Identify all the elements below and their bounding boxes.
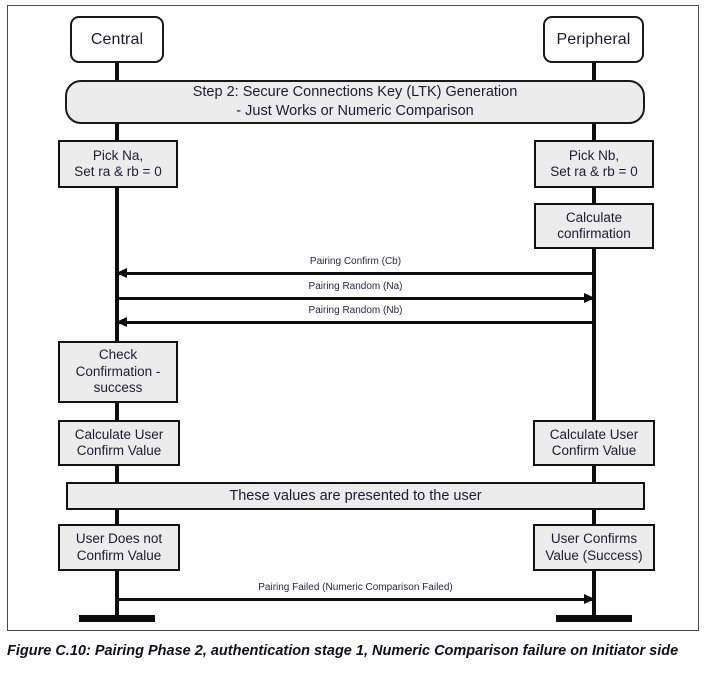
lifeline-peripheral bbox=[592, 60, 596, 618]
box-pick-na-line-2: Set ra & rb = 0 bbox=[74, 164, 162, 179]
message-line bbox=[117, 321, 594, 324]
box-pick-nb: Pick Nb, Set ra & rb = 0 bbox=[534, 140, 654, 188]
actor-peripheral[interactable]: Peripheral bbox=[543, 16, 644, 63]
note-values-presented-label: These values are presented to the user bbox=[229, 488, 482, 504]
lifeline-terminator-central bbox=[79, 615, 155, 622]
box-calc-user-confirm-right-line-1: Calculate User bbox=[549, 426, 639, 442]
figure-caption: Figure C.10: Pairing Phase 2, authentica… bbox=[7, 643, 679, 659]
message-line bbox=[117, 598, 594, 601]
box-check-confirmation-line-3: success bbox=[93, 380, 143, 396]
box-pick-na: Pick Na, Set ra & rb = 0 bbox=[58, 140, 178, 188]
actor-peripheral-label: Peripheral bbox=[556, 30, 631, 48]
note-values-presented-to-user: These values are presented to the user bbox=[66, 482, 645, 510]
message-pairing-confirm-cb-label: Pairing Confirm (Cb) bbox=[309, 256, 402, 267]
arrowhead-right-icon bbox=[584, 594, 595, 604]
box-calc-user-confirm-left-line-2: Confirm Value bbox=[76, 443, 162, 458]
message-pairing-random-na-label: Pairing Random (Na) bbox=[308, 281, 403, 292]
arrowhead-left-icon bbox=[116, 317, 127, 327]
box-check-confirmation-line-1: Check bbox=[98, 347, 138, 363]
box-calculate-confirmation: Calculate confirmation bbox=[534, 203, 654, 249]
box-calc-user-confirm-left-line-1: Calculate User bbox=[74, 426, 164, 442]
box-user-does-not-confirm-line-1: User Does not bbox=[75, 531, 163, 546]
message-pairing-failed-label: Pairing Failed (Numeric Comparison Faile… bbox=[258, 582, 453, 593]
arrowhead-right-icon bbox=[584, 293, 595, 303]
step-banner-line-1: Step 2: Secure Connections Key (LTK) Gen… bbox=[192, 84, 518, 100]
actor-central[interactable]: Central bbox=[70, 16, 164, 63]
box-calculate-user-confirm-value-peripheral: Calculate User Confirm Value bbox=[533, 420, 655, 466]
box-pick-nb-line-2: Set ra & rb = 0 bbox=[550, 164, 638, 179]
message-pairing-random-nb-label: Pairing Random (Nb) bbox=[308, 305, 403, 316]
box-user-does-not-confirm-value: User Does not Confirm Value bbox=[58, 524, 180, 571]
box-calculate-user-confirm-value-central: Calculate User Confirm Value bbox=[58, 420, 180, 466]
step-banner-line-2: - Just Works or Numeric Comparison bbox=[236, 103, 474, 119]
box-user-does-not-confirm-line-2: Confirm Value bbox=[76, 547, 162, 563]
arrowhead-left-icon bbox=[116, 268, 127, 278]
box-user-confirms-line-1: User Confirms bbox=[550, 531, 638, 546]
box-calculate-confirmation-line-1: Calculate bbox=[565, 209, 623, 225]
actor-central-label: Central bbox=[90, 30, 144, 48]
message-line bbox=[117, 297, 594, 300]
box-calc-user-confirm-right-line-2: Confirm Value bbox=[551, 443, 637, 458]
box-user-confirms-value-success: User Confirms Value (Success) bbox=[533, 524, 655, 571]
box-pick-nb-line-1: Pick Nb, bbox=[568, 147, 620, 163]
message-line bbox=[117, 272, 594, 275]
box-calculate-confirmation-line-2: confirmation bbox=[557, 226, 631, 241]
lifeline-central bbox=[115, 60, 119, 618]
box-pick-na-line-1: Pick Na, bbox=[92, 147, 144, 163]
box-check-confirmation: Check Confirmation - success bbox=[58, 341, 178, 403]
box-user-confirms-line-2: Value (Success) bbox=[545, 547, 643, 563]
box-check-confirmation-line-2: Confirmation - bbox=[75, 363, 161, 379]
step-banner: Step 2: Secure Connections Key (LTK) Gen… bbox=[65, 80, 645, 124]
lifeline-terminator-peripheral bbox=[556, 615, 632, 622]
